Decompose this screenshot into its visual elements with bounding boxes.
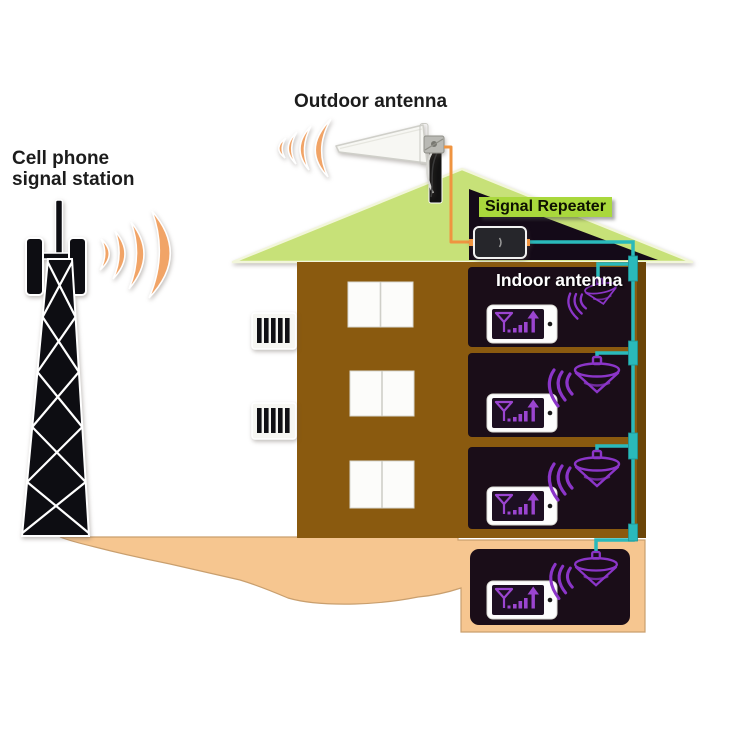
outdoor-antenna [335, 123, 445, 198]
indoor-cable-teal [528, 240, 638, 552]
signal-repeater-device [469, 226, 530, 259]
phone-floor-3 [485, 485, 559, 527]
cable-couplers [628, 255, 638, 542]
outdoor-antenna-signal-waves [277, 118, 332, 178]
tower-lattice [20, 258, 91, 537]
tower-braces [21, 261, 90, 534]
building-wall-right-edge [637, 262, 646, 538]
tower-mast [54, 199, 64, 259]
ac-unit [251, 402, 297, 440]
tower-signal-waves [99, 210, 172, 299]
indoor-antenna-label: Indoor antenna [496, 270, 623, 290]
outdoor-antenna-label: Outdoor antenna [294, 91, 448, 112]
windows [347, 281, 415, 509]
cell-tower [20, 199, 91, 537]
phone-ground-floor [485, 579, 559, 621]
cell-station-label: Cell phone signal station [12, 148, 135, 190]
phone-floor-2 [485, 392, 559, 434]
antenna-drop-cable-dark [430, 152, 438, 198]
signal-repeater-label: Signal Repeater [479, 197, 612, 217]
outdoor-cable-orange [444, 145, 473, 244]
tower-panel-antenna-left [25, 237, 44, 296]
ac-unit [251, 312, 297, 350]
antenna-mount-bracket [423, 135, 445, 154]
phone-floor-1 [485, 303, 559, 345]
